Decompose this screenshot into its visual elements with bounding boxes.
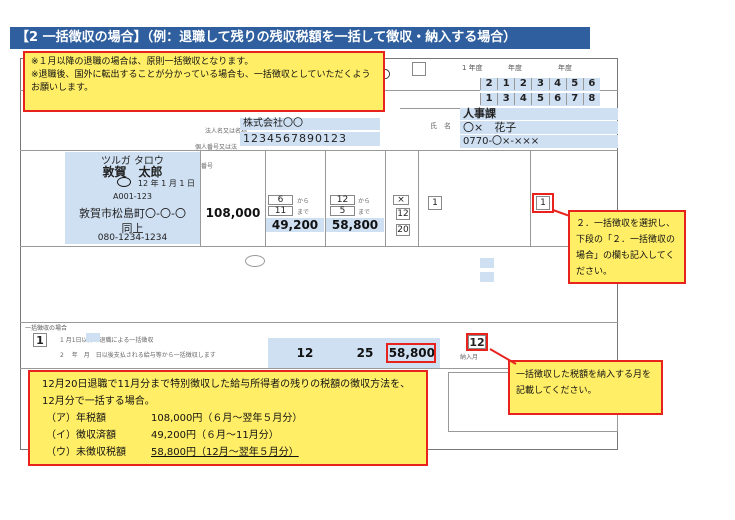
annual-tax: 108,000	[205, 206, 261, 220]
note-top-line-2: ※退職後、国外に転出することが分かっている場合も、一括徴収としていただくよう	[31, 70, 371, 80]
digit-row2-4: 6	[548, 93, 566, 105]
col-divider	[325, 150, 326, 246]
item1-label: （ア）年税額	[46, 413, 106, 424]
note-bottom-line-2: 12月分で一括する場合。	[42, 396, 155, 407]
digit-row1-6: 6	[582, 78, 600, 90]
year-label-2: 年度	[508, 64, 522, 72]
company-name-label: 法人名又は名称	[205, 128, 248, 135]
year-label-1: 1 年度	[462, 64, 483, 72]
form-divider	[20, 368, 618, 369]
unc-start-month[interactable]: 12	[330, 195, 355, 205]
lump-x-box[interactable]	[86, 333, 100, 342]
employee-birth: 12 年 1 月 1 日	[137, 179, 195, 188]
item2-label: （イ）徴収済額	[46, 430, 116, 441]
note-bottom-line-1: 12月20日退職で11月分まで特別徴収した給与所得者の残りの税額の徴収方法を、	[42, 379, 411, 390]
form-divider	[20, 246, 618, 247]
digit-row1-4: 4	[548, 78, 566, 90]
section-banner: 【2 一括徴収の場合】（例：退職して残りの残収税額を一括して徴収・納入する場合）	[10, 27, 590, 49]
box-x[interactable]: ×	[393, 195, 409, 205]
item3-value: 58,800円（12月～翌年５月分）	[151, 447, 299, 458]
digit-row1-1: 1	[497, 78, 514, 90]
lump-section-label: 一括徴収の場合	[25, 325, 68, 332]
box-20[interactable]: 20	[396, 224, 410, 236]
employee-name: 敦賀 太郎	[102, 165, 163, 179]
employee-address: 敦賀市松島町〇-〇-〇	[79, 207, 186, 220]
note-payment: 一括徴収した税額を納入する月を記載してください。	[508, 360, 663, 415]
employee-furigana: ツルガ タロウ	[101, 156, 164, 167]
note-bottom-item-1: （ア）年税額 108,000円（６月～翌年５月分）	[42, 410, 414, 427]
middle-circle	[245, 255, 265, 267]
middle-box[interactable]	[480, 258, 494, 268]
from-label: から	[297, 198, 310, 205]
lump-option-2-text: 2 年 月 日以後支払される給与等から一括徴収します	[60, 352, 216, 359]
box-12[interactable]: 12	[396, 208, 410, 220]
note-top-line-1: ※１月以降の退職の場合は、原則一括徴収となります。	[31, 57, 254, 67]
lump-option-1-text: 1 月1日以降の退職による一括徴収	[60, 337, 154, 344]
employee-id: A001-123	[113, 192, 152, 201]
from-label: から	[358, 198, 371, 205]
item1-value: 108,000円（６月～翌年５月分）	[151, 413, 303, 424]
col-divider	[530, 150, 531, 246]
item2-value: 49,200円（６月～11月分）	[151, 430, 279, 441]
to-label: まで	[297, 209, 310, 216]
digit-row2-3: 5	[531, 93, 548, 105]
note-bottom-item-2: （イ）徴収済額 49,200円（６月～11月分）	[42, 427, 414, 444]
to-label: まで	[358, 209, 371, 216]
lump-month: 12	[296, 346, 314, 360]
digit-row2-1: 3	[497, 93, 514, 105]
contact-name-label: 氏 名	[430, 122, 451, 130]
check-1a[interactable]: 1	[428, 196, 442, 210]
company-number-label: 個人番号又は法人番号	[195, 144, 238, 170]
start-month[interactable]: 6	[268, 195, 293, 205]
circle-mark: 〇	[379, 68, 391, 81]
digit-row1-2: 2	[514, 78, 531, 90]
check-highlight	[532, 193, 554, 213]
note-bottom-item-3: （ウ）未徴収税額 58,800円（12月～翌年５月分）	[42, 444, 414, 461]
unc-end-month[interactable]: 5	[330, 206, 355, 216]
form-divider	[20, 322, 618, 323]
payment-highlight	[466, 333, 488, 351]
digit-row2-6: 8	[582, 93, 600, 105]
company-number: 1234567890123	[240, 132, 380, 146]
note-top-line-3: お願いします。	[31, 83, 94, 93]
digit-row2-0: 1	[480, 93, 497, 105]
note-bottom: 12月20日退職で11月分まで特別徴収した給与所得者の残りの税額の徴収方法を、 …	[28, 370, 428, 466]
lump-option-1[interactable]: 1	[33, 333, 47, 347]
digit-row1-5: 5	[565, 78, 583, 90]
middle-box[interactable]	[480, 272, 494, 282]
note-right: ２．一括徴収を選択し、下段の「２．一括徴収の場合」の欄も記入してください。	[568, 210, 686, 284]
form-divider	[20, 150, 618, 151]
header-box[interactable]	[412, 62, 426, 76]
end-month[interactable]: 11	[268, 206, 293, 216]
check-1b[interactable]: 1	[536, 196, 550, 210]
lump-amount: 58,800	[388, 346, 435, 360]
payment-label: 納入月	[460, 354, 479, 361]
digit-row1-3: 3	[531, 78, 548, 90]
col-divider	[385, 150, 386, 246]
birth-era-circle	[117, 177, 131, 187]
col-divider	[200, 150, 201, 246]
contact-phone: 0770-〇×-×××	[460, 135, 618, 148]
contact-name: 〇× 花子	[460, 121, 618, 134]
digit-row1-0: 2	[480, 78, 497, 90]
company-name: 株式会社〇〇	[240, 118, 380, 130]
collected-amount: 49,200	[266, 218, 324, 232]
digit-row2-5: 7	[565, 93, 583, 105]
uncollected-amount: 58,800	[326, 218, 384, 232]
item3-label: （ウ）未徴収税額	[46, 447, 126, 458]
employee-block	[65, 152, 200, 244]
col-divider	[265, 150, 266, 246]
digit-row2-2: 4	[514, 93, 531, 105]
employee-phone: 080-1234-1234	[97, 233, 168, 243]
payment-month[interactable]: 12	[468, 335, 486, 349]
note-top: ※１月以降の退職の場合は、原則一括徴収となります。 ※退職後、国外に転出すること…	[23, 51, 385, 112]
year-label-3: 年度	[558, 64, 572, 72]
employee-address-same: 同上	[121, 222, 144, 235]
lump-amount-highlight	[386, 343, 436, 363]
col-divider	[418, 150, 419, 246]
lump-day: 25	[356, 346, 374, 360]
contact-dept: 人事課	[460, 108, 618, 120]
